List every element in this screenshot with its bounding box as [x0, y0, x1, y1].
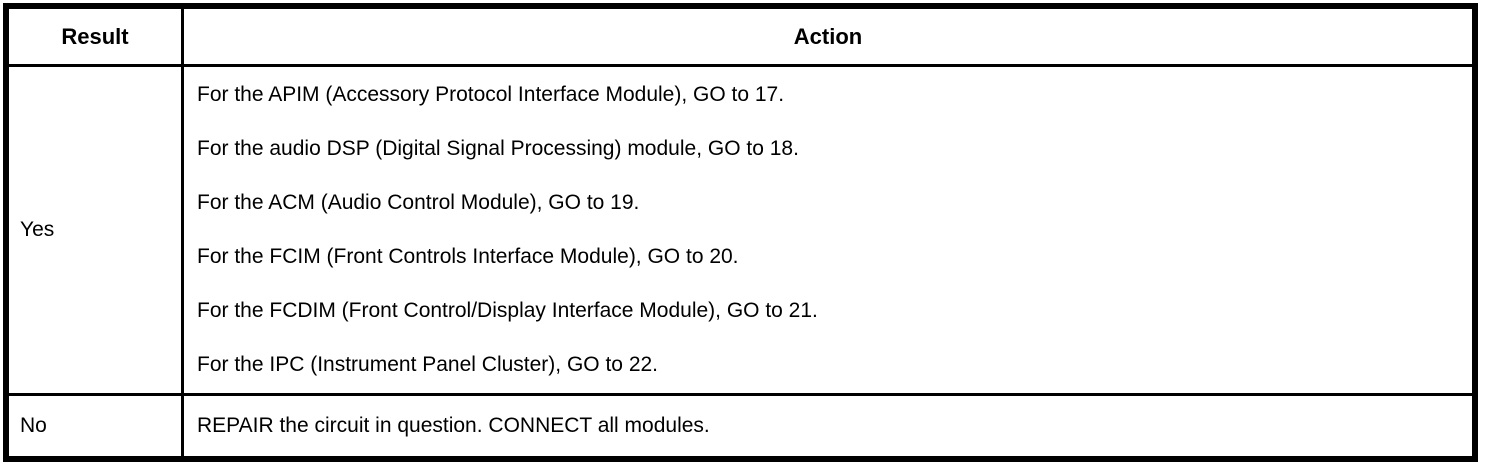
action-column-header: Action	[793, 23, 863, 49]
table-header-row: Result Action	[9, 9, 1472, 67]
result-cell-yes: Yes	[9, 67, 184, 393]
result-column-header: Result	[9, 9, 184, 64]
result-cell-no: No	[9, 396, 184, 456]
action-line-acm: For the ACM (Audio Control Module), GO t…	[197, 191, 640, 214]
action-line-apim: For the APIM (Accessory Protocol Interfa…	[197, 83, 785, 106]
action-line-ipc: For the IPC (Instrument Panel Cluster), …	[197, 353, 659, 376]
action-line-fcdim: For the FCDIM (Front Control/Display Int…	[197, 299, 818, 322]
table-row-no: No REPAIR the circuit in question. CONNE…	[9, 396, 1472, 456]
action-line-fcim: For the FCIM (Front Controls Interface M…	[197, 245, 739, 268]
action-line-dsp: For the audio DSP (Digital Signal Proces…	[197, 137, 799, 160]
table-row-yes: Yes For the APIM (Accessory Protocol Int…	[9, 67, 1472, 396]
action-cell-no: REPAIR the circuit in question. CONNECT …	[197, 414, 710, 437]
action-cell-yes: For the APIM (Accessory Protocol Interfa…	[184, 67, 1472, 393]
result-action-table: Result Action Yes For the APIM (Accessor…	[3, 3, 1478, 462]
